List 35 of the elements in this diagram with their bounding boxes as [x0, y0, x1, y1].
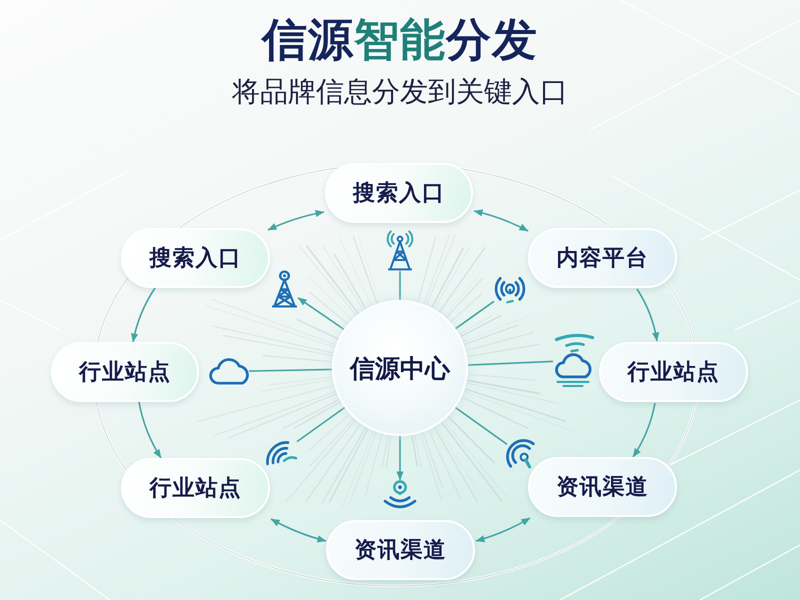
cloud-icon: [553, 333, 595, 388]
node-pill: 资讯渠道: [326, 520, 475, 580]
connector-line: [454, 406, 508, 445]
arrow: [476, 517, 530, 542]
arrow: [636, 288, 660, 342]
connector-line: [468, 360, 554, 366]
node-pill: 行业站点: [121, 458, 270, 518]
node-pill: 搜索入口: [325, 163, 473, 223]
arrow: [474, 209, 528, 232]
wifi-icon: [265, 440, 297, 466]
node-pill: 行业站点: [599, 342, 748, 402]
pin-icon: [383, 480, 417, 509]
arrow: [268, 210, 324, 231]
connector-line: [296, 406, 346, 442]
arrow: [298, 297, 344, 330]
arrow: [138, 402, 162, 458]
tower-icon: [386, 231, 414, 271]
arrow: [131, 288, 156, 342]
node-pill: 内容平台: [528, 228, 677, 288]
connector-line: [248, 368, 332, 372]
node-pill: 资讯渠道: [528, 457, 677, 517]
connector-line: [455, 300, 494, 330]
broadcast-icon: [494, 276, 526, 304]
title: 信源智能分发: [262, 13, 538, 67]
hub-circle: 信源中心: [332, 300, 468, 436]
node-pill: 搜索入口: [121, 228, 270, 288]
connector-line: [399, 271, 401, 300]
node-pill: 行业站点: [51, 342, 199, 402]
arrow: [270, 518, 326, 542]
arrow: [632, 402, 656, 458]
tower-icon: [271, 269, 298, 308]
cloud-icon: [209, 358, 249, 385]
subtitle: 将品牌信息分发到关键入口: [232, 75, 568, 109]
arrow: [396, 436, 404, 480]
signal-icon: [507, 440, 537, 470]
